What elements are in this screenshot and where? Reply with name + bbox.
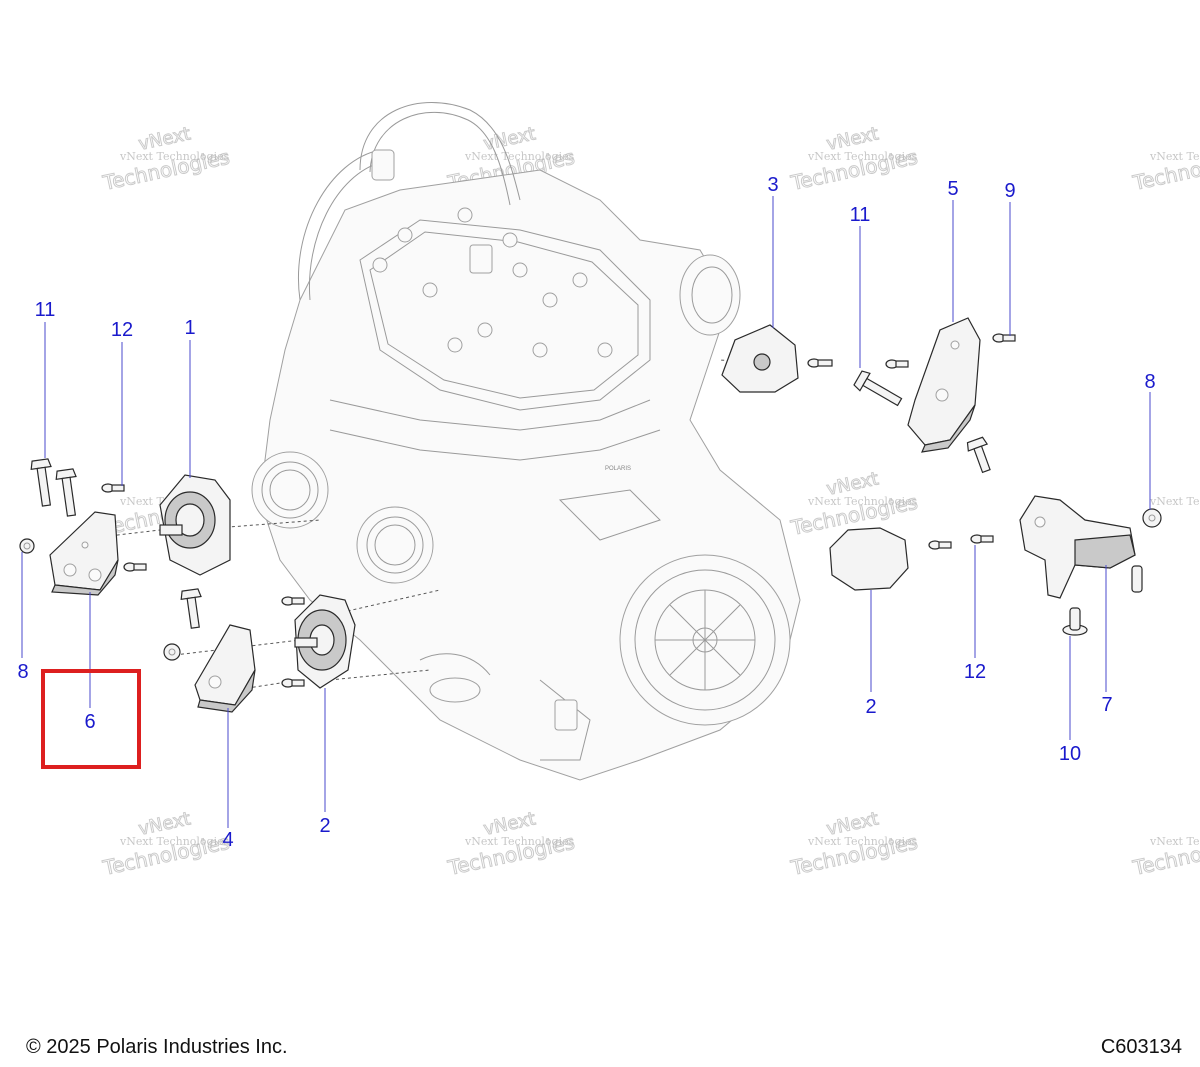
part-mount-2-left — [294, 594, 356, 689]
part-screw-near-2b — [281, 678, 305, 688]
svg-text:vNext Technologies: vNext Technologies — [807, 150, 918, 163]
part-cover-2-right — [829, 527, 909, 591]
part-bracket-7 — [1019, 495, 1136, 599]
highlight-box-part-6[interactable] — [41, 669, 141, 769]
watermark: vNext Technologies Technologies — [1130, 829, 1200, 880]
part-pin-10 — [1062, 607, 1088, 636]
part-mount-1 — [159, 474, 231, 576]
callout-1: 1 — [184, 317, 195, 339]
part-nut-8-left — [19, 538, 35, 554]
part-bolt-near-4 — [180, 588, 202, 629]
watermark: vNext Technologies Technologies vNext — [788, 808, 921, 881]
throttle-bodies — [251, 451, 434, 584]
svg-text:vNext Technologies: vNext Technologies — [119, 835, 230, 848]
engine-assembly: POLARIS — [251, 102, 801, 781]
part-bracket-4 — [194, 624, 256, 713]
part-screw-near-3 — [807, 358, 833, 368]
part-screw-near-11 — [885, 359, 909, 369]
watermark: vNext Technologies Technologies — [1130, 144, 1200, 195]
part-bolt-under-5 — [966, 436, 991, 474]
callout-2-left: 2 — [319, 815, 330, 837]
callouts: 11 12 1 8 6 4 2 3 11 5 9 8 2 12 7 10 — [17, 174, 1155, 851]
svg-text:vNext Technologies: vNext Technologies — [464, 150, 575, 163]
callout-8-right: 8 — [1144, 371, 1155, 393]
part-screw-12-left — [101, 483, 125, 493]
part-screw-near-2-right — [928, 540, 952, 550]
callout-5: 5 — [947, 178, 958, 200]
callout-9: 9 — [1004, 180, 1015, 202]
engine-brand-label: POLARIS — [605, 466, 631, 472]
part-bolt-11-left — [30, 458, 77, 517]
svg-text:vNext Technologies: vNext Technologies — [1149, 150, 1200, 163]
callout-7: 7 — [1101, 694, 1112, 716]
part-nut-near-4 — [163, 643, 181, 661]
clutch-cover — [619, 554, 791, 726]
callout-8-left: 8 — [17, 661, 28, 683]
callout-12-left: 12 — [111, 319, 133, 341]
part-screw-12-right — [970, 534, 994, 544]
callout-3: 3 — [767, 174, 778, 196]
part-pin-near-7 — [1131, 565, 1143, 593]
svg-text:vNext Technologies: vNext Technologies — [464, 835, 575, 848]
callout-10: 10 — [1059, 743, 1081, 765]
head-bolts — [372, 207, 613, 358]
callout-2-right: 2 — [865, 696, 876, 718]
watermark: vNext Technologies Technologies vNext — [445, 808, 578, 881]
leader-lines — [21, 196, 1151, 828]
watermark: vNext Technologies — [1149, 495, 1200, 508]
figure-id: C603134 — [1100, 1036, 1182, 1058]
part-screw-9 — [992, 333, 1016, 343]
part-bolt-11-right — [853, 370, 903, 407]
part-screw-left-mid — [123, 562, 147, 572]
callout-6: 6 — [84, 711, 95, 733]
copyright-text: © 2025 Polaris Industries Inc. — [26, 1036, 288, 1058]
callout-11-left: 11 — [35, 299, 56, 321]
watermark: vNext Technologies Technologies vNext — [100, 123, 233, 196]
part-nut-8-right — [1142, 508, 1162, 528]
part-screw-near-2a — [281, 596, 305, 606]
part-bracket-6 — [49, 511, 119, 596]
callout-4: 4 — [222, 829, 233, 851]
svg-text:vNext Technologies: vNext Technologies — [807, 495, 918, 508]
watermark: vNext Technologies Technologies vNext — [100, 808, 233, 881]
part-mount-3 — [721, 324, 799, 393]
svg-text:vNext Technologies: vNext Technologies — [1149, 495, 1200, 508]
watermark: vNext Technologies Technologies vNext — [788, 123, 921, 196]
part-bracket-5 — [907, 317, 981, 453]
svg-text:vNext Technologies: vNext Technologies — [1149, 835, 1200, 848]
callout-12-right: 12 — [964, 661, 986, 683]
callout-11-right: 11 — [850, 204, 871, 226]
svg-text:vNext Technologies: vNext Technologies — [807, 835, 918, 848]
svg-text:vNext Technologies: vNext Technologies — [119, 150, 230, 163]
